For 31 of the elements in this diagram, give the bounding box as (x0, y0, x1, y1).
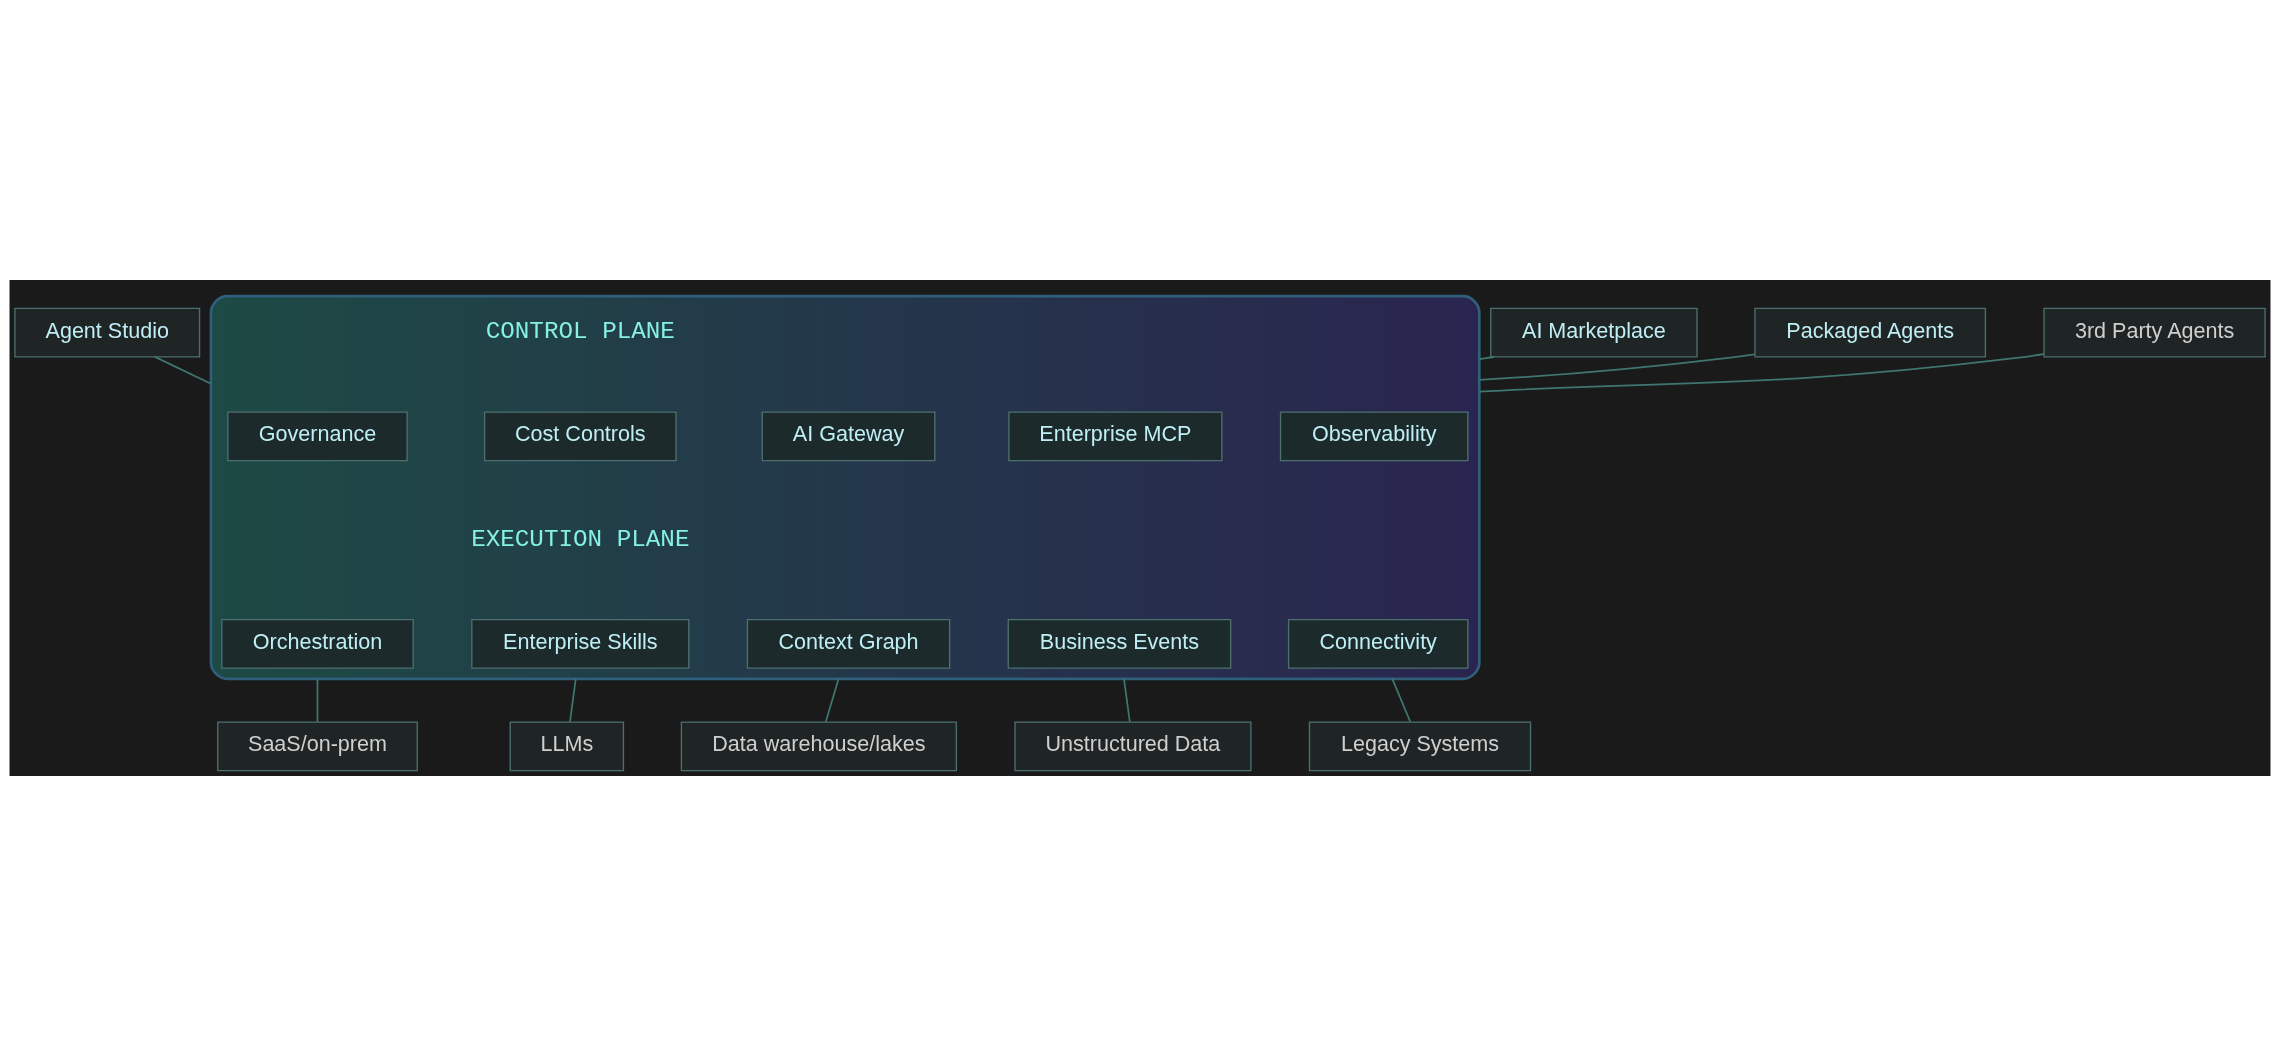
node-box: Packaged Agents (1754, 307, 1987, 358)
node-box: Unstructured Data (1014, 721, 1252, 772)
connector (1391, 678, 1412, 723)
node-box: LLMs (509, 721, 625, 772)
connector (154, 355, 212, 385)
connector (1478, 356, 1495, 361)
node-box: AI Gateway (761, 411, 936, 462)
node-box: Connectivity (1287, 618, 1469, 669)
node-box: Legacy Systems (1308, 721, 1532, 772)
label: EXECUTION PLANE (471, 526, 690, 554)
connector (569, 678, 577, 723)
node-box: Observability (1279, 411, 1469, 462)
node-box: Cost Controls (483, 411, 677, 462)
connector (1478, 353, 1756, 381)
connector (316, 678, 319, 723)
node-box: Context Graph (746, 618, 951, 669)
node-box: Orchestration (221, 618, 414, 669)
node-box: 3rd Party Agents (2043, 307, 2266, 358)
node-box: Governance (227, 411, 408, 462)
connector (824, 678, 840, 723)
node-box: Enterprise MCP (1008, 411, 1223, 462)
node-box: Data warehouse/lakes (680, 721, 958, 772)
node-box: AI Marketplace (1490, 307, 1698, 358)
node-box: Business Events (1007, 618, 1232, 669)
label: CONTROL PLANE (485, 318, 675, 346)
connector (1123, 678, 1131, 723)
node-box: Agent Studio (14, 307, 201, 358)
cluster (209, 294, 1481, 681)
node-box: Enterprise Skills (471, 618, 690, 669)
node-box: SaaS/on-prem (217, 721, 418, 772)
connector (1478, 353, 2045, 393)
